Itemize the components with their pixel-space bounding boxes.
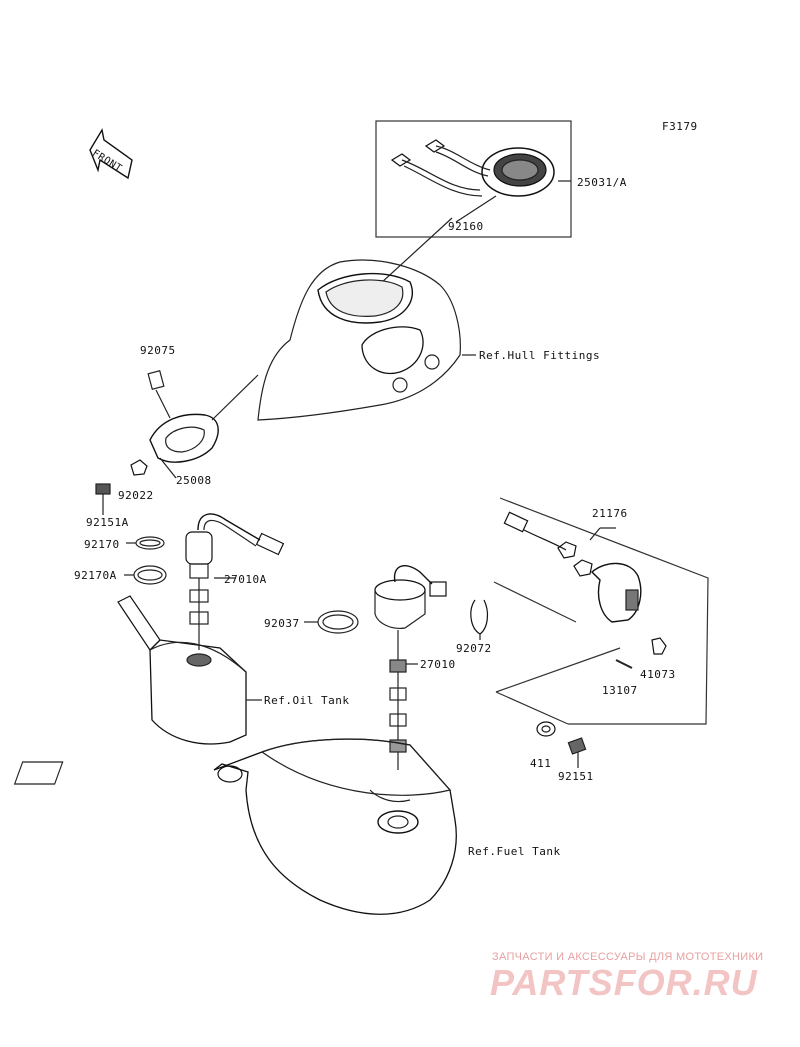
part-label-411: 411 <box>530 757 552 770</box>
figure-id: F3179 <box>662 120 698 133</box>
part-label-92160: 92160 <box>448 220 484 233</box>
part-label-92075: 92075 <box>140 344 176 357</box>
bracket-25008 <box>147 369 259 479</box>
part-label-27010: 27010 <box>420 658 456 671</box>
part-label-92151: 92151 <box>558 770 594 783</box>
washer-411 <box>536 721 556 737</box>
ref-fuel-tank: Ref.Fuel Tank <box>468 845 561 858</box>
part-label-92022: 92022 <box>118 489 154 502</box>
ref-hull-fittings: Ref.Hull Fittings <box>479 349 601 362</box>
ref-oil-tank: Ref.Oil Tank <box>264 694 350 707</box>
part-label-13107: 13107 <box>602 684 638 697</box>
fuel-level-sensor-27010 <box>374 564 447 770</box>
part-label-92151A: 92151A <box>86 516 129 529</box>
front-arrow-icon <box>89 128 133 180</box>
part-label-41073: 41073 <box>640 668 676 681</box>
part-label-25031A: 25031/A <box>577 176 627 189</box>
washer-92022 <box>130 459 148 476</box>
part-label-25008: 25008 <box>176 474 212 487</box>
watermark-brand[interactable]: PARTSFOR.RU <box>490 962 758 1003</box>
meter-inset-box <box>375 120 572 238</box>
oil-tank <box>117 595 262 745</box>
switch-inset-box <box>493 497 709 725</box>
pin-13107 <box>615 659 633 669</box>
oil-level-sensor-27010A <box>185 513 285 650</box>
bolt-92151A <box>95 483 111 515</box>
clamp-92170 <box>126 536 165 550</box>
clip-41073 <box>651 637 667 655</box>
fuel-tank <box>13 738 457 915</box>
part-label-27010A: 27010A <box>224 573 267 586</box>
part-label-92072: 92072 <box>456 642 492 655</box>
clip-92072 <box>470 599 489 640</box>
clamp-92037 <box>304 610 359 634</box>
hull-fitting <box>257 259 476 421</box>
part-label-21176: 21176 <box>592 507 628 520</box>
watermark-tagline: ЗАПЧАСТИ И АКСЕССУАРЫ ДЛЯ МОТОТЕХНИКИ <box>492 951 764 963</box>
part-label-92170: 92170 <box>84 538 120 551</box>
part-label-92037: 92037 <box>264 617 300 630</box>
clamp-92170A <box>124 565 167 585</box>
bolt-92151 <box>567 737 587 768</box>
part-label-92170A: 92170A <box>74 569 117 582</box>
